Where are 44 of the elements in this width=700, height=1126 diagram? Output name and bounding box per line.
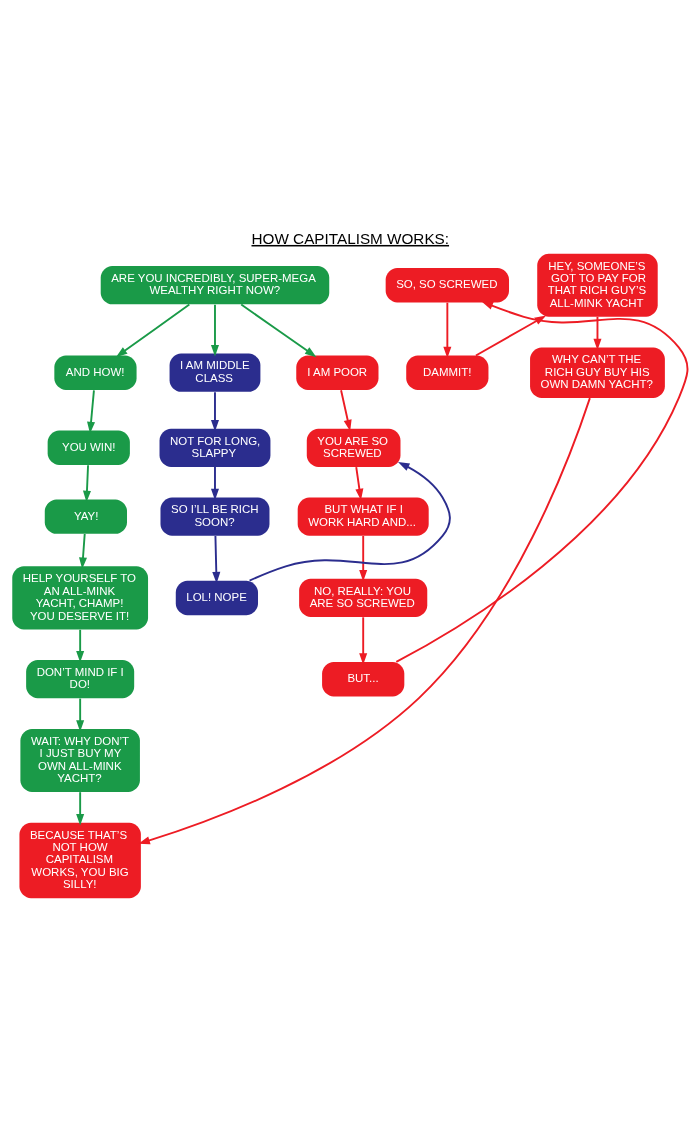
arrow bbox=[593, 315, 602, 350]
arrow bbox=[359, 615, 368, 665]
node-box: HELP YOURSELF TO AN ALL-MINK YACHT, CHAMP! YOU DESERVE IT! bbox=[12, 565, 149, 629]
arrow bbox=[115, 303, 191, 357]
node-box: I AM MIDDLE CLASS bbox=[169, 353, 261, 392]
arrow bbox=[355, 465, 364, 500]
node-box: BUT WHAT IF I WORK HARD AND... bbox=[297, 497, 429, 536]
node-box: YOU ARE SO SCREWED bbox=[306, 428, 401, 467]
arrow bbox=[76, 628, 85, 663]
node-box: DON’T MIND IF I DO! bbox=[26, 659, 135, 698]
node-box: AND HOW! bbox=[54, 355, 137, 390]
node-box: SO I’LL BE RICH SOON? bbox=[160, 497, 270, 536]
diagram-title: HOW CAPITALISM WORKS: bbox=[251, 229, 450, 247]
node-box: WHY CAN’T THE RICH GUY BUY HIS OWN DAMN YACHT? bbox=[530, 346, 665, 398]
arrow bbox=[443, 301, 452, 358]
node-box: DAMMIT! bbox=[406, 355, 489, 390]
node-box: NOT FOR LONG, SLAPPY bbox=[159, 428, 271, 467]
arrow bbox=[138, 396, 591, 844]
arrow bbox=[474, 314, 547, 356]
arrow bbox=[210, 465, 219, 500]
node-box: HEY, SOMEONE’S GOT TO PAY FOR THAT RICH GUY’S ALL-MINK YACHT bbox=[537, 253, 658, 317]
node-box: YOU WIN! bbox=[47, 430, 130, 465]
arrow bbox=[210, 390, 219, 432]
node-box: NO, REALLY: YOU ARE SO SCREWED bbox=[299, 578, 428, 617]
arrow bbox=[82, 463, 91, 502]
arrow bbox=[395, 300, 689, 663]
arrow bbox=[210, 303, 219, 356]
node-box: YAY! bbox=[44, 498, 127, 534]
node-box: WAIT: WHY DON’T I JUST BUY MY OWN ALL-MINK YACHT? bbox=[20, 728, 140, 792]
node-box: I AM POOR bbox=[296, 355, 379, 390]
arrow bbox=[76, 697, 85, 732]
node-box: ARE YOU INCREDIBLY, SUPER-MEGA WEALTHY RIGHT NOW? bbox=[100, 265, 330, 304]
arrow bbox=[248, 461, 451, 582]
node-box: SO, SO SCREWED bbox=[385, 267, 509, 302]
arrow bbox=[76, 790, 85, 825]
arrow bbox=[87, 388, 96, 433]
node-box: LOL! NOPE bbox=[175, 580, 258, 615]
arrow bbox=[79, 532, 88, 569]
arrow bbox=[359, 534, 368, 582]
node-box: BECAUSE THAT’S NOT HOW CAPITALISM WORKS, YOU BIG SILLY! bbox=[19, 822, 141, 898]
arrow bbox=[212, 534, 221, 583]
arrow bbox=[240, 303, 317, 357]
node-box: BUT... bbox=[322, 661, 405, 696]
arrow bbox=[340, 388, 352, 431]
